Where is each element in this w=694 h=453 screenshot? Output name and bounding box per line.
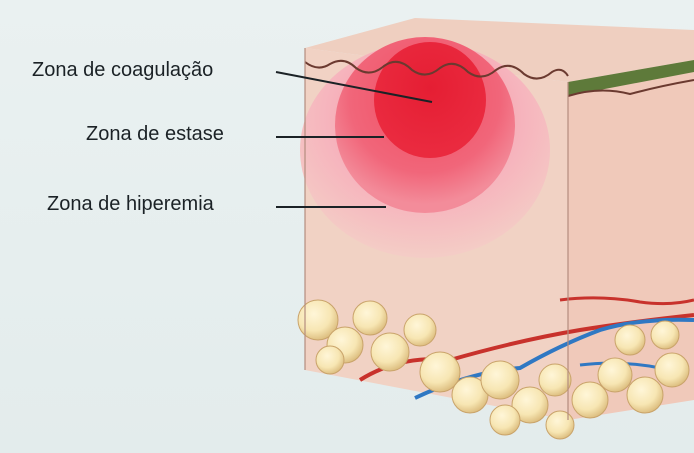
label-hyperemia-zone: Zona de hiperemia [47, 194, 214, 214]
label-stasis-zone: Zona de estase [86, 124, 224, 144]
coagulation-zone [374, 42, 486, 158]
label-coagulation-zone: Zona de coagulação [32, 60, 213, 80]
